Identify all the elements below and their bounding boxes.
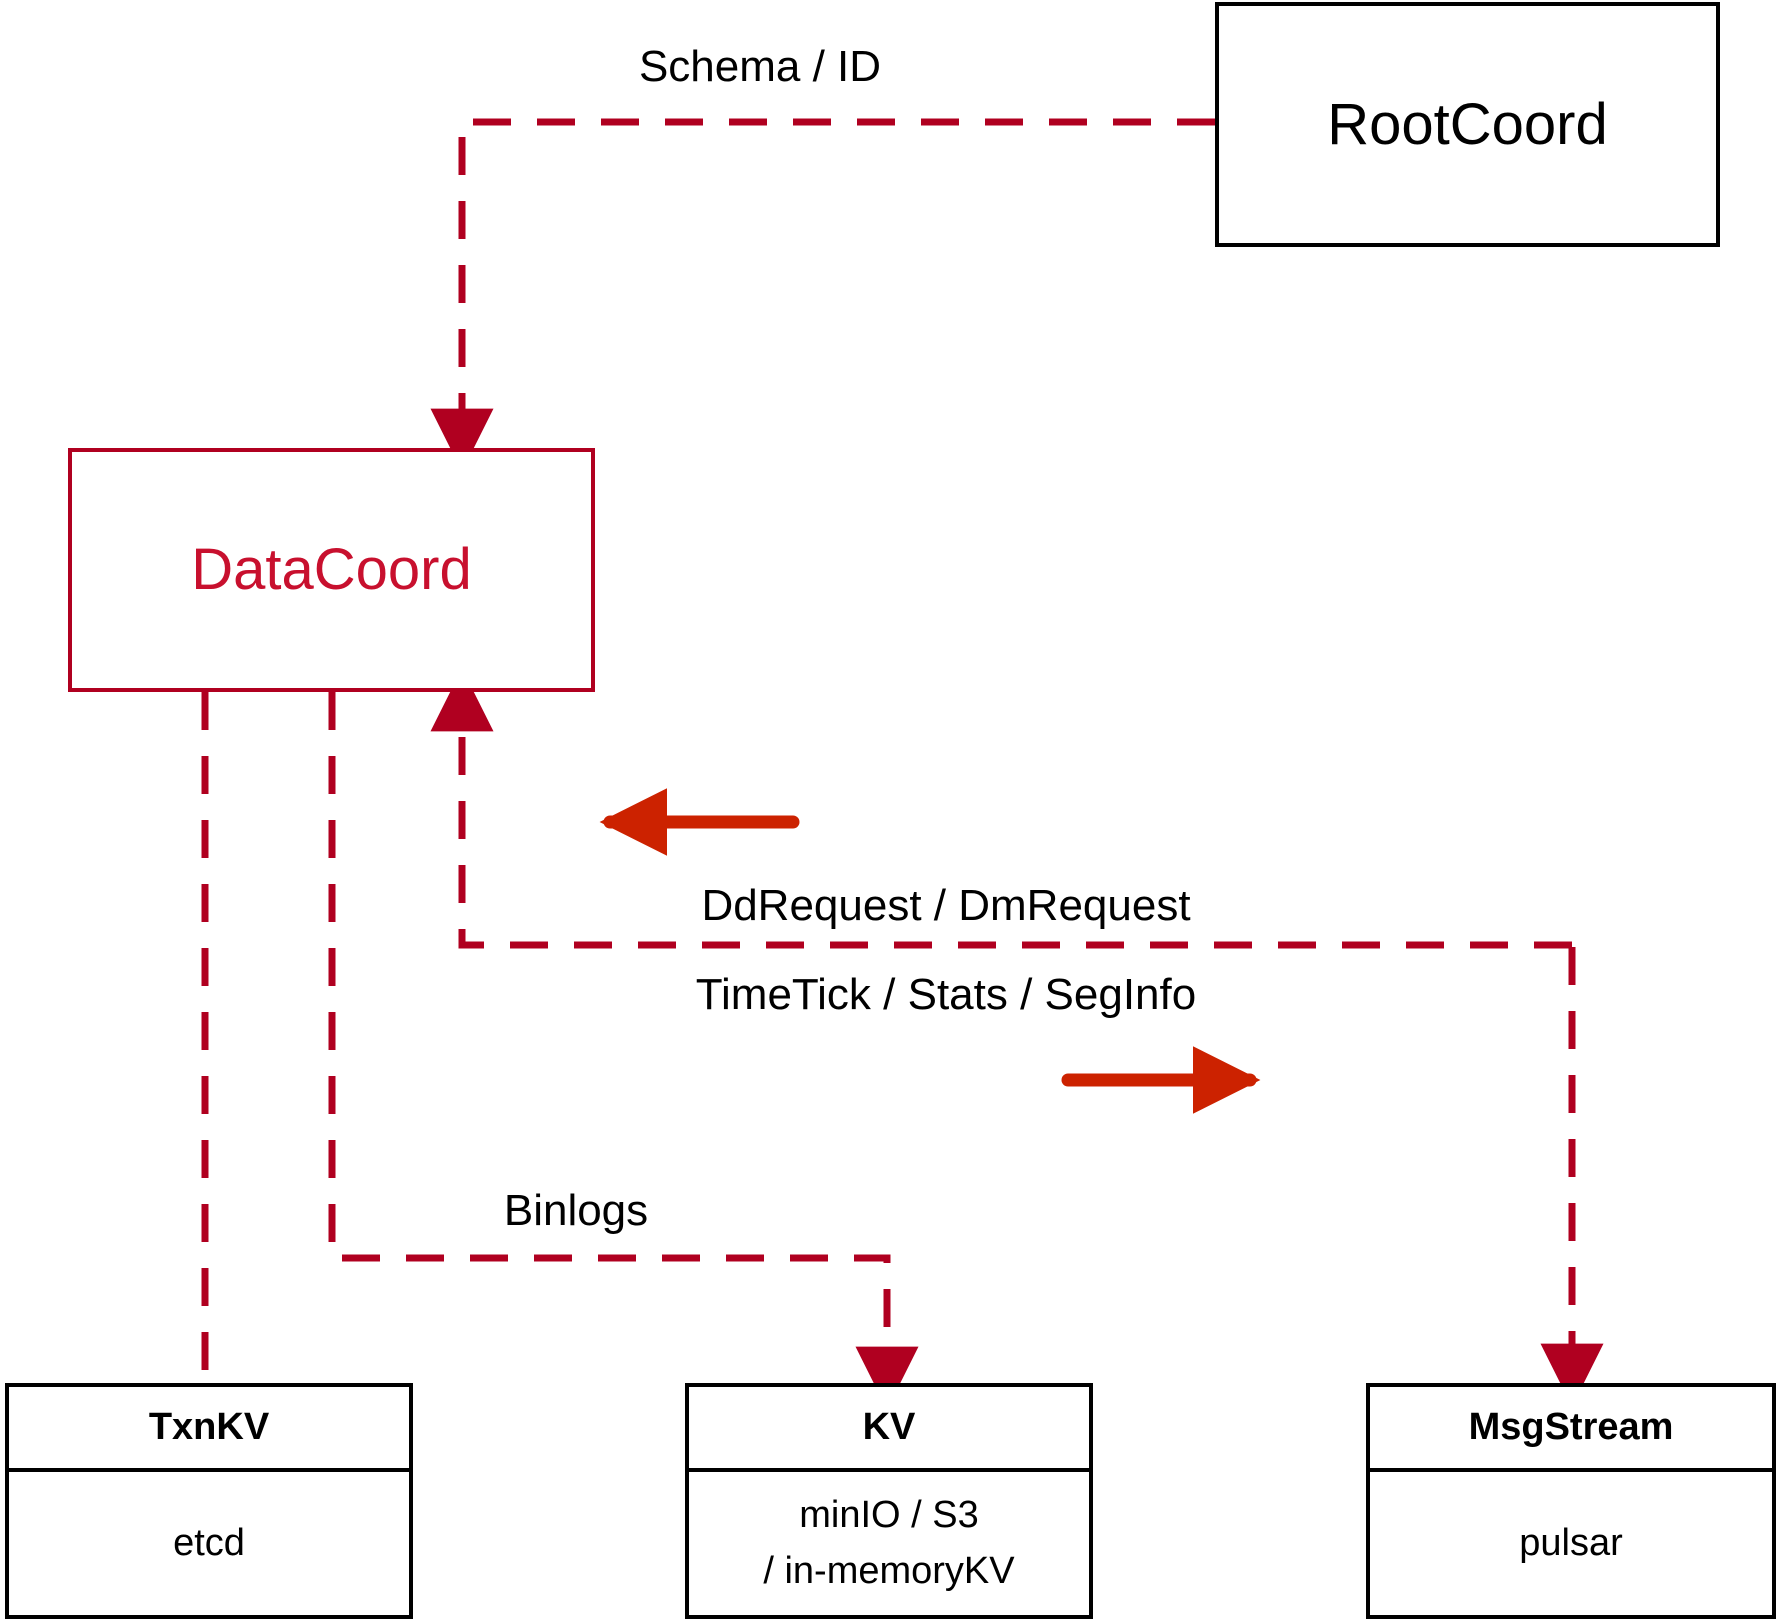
node-rootcoord-label: RootCoord (1327, 91, 1608, 157)
node-txnkv-body: etcd (9, 1472, 409, 1615)
node-msgstream[interactable]: MsgStream pulsar (1366, 1383, 1776, 1619)
node-txnkv-title: TxnKV (9, 1387, 409, 1472)
node-kv-title: KV (689, 1387, 1089, 1472)
node-txnkv-line-1: etcd (173, 1521, 245, 1564)
node-kv-line-2: / in-memoryKV (763, 1549, 1015, 1592)
node-datacoord-label: DataCoord (191, 537, 472, 603)
node-datacoord[interactable]: DataCoord (68, 448, 595, 692)
node-kv-body: minIO / S3 / in-memoryKV (689, 1472, 1089, 1615)
edge-label-binlogs: Binlogs (503, 1186, 649, 1235)
edge-label-schema-id: Schema / ID (638, 42, 882, 91)
node-txnkv[interactable]: TxnKV etcd (5, 1383, 413, 1619)
edge-msgstream-to-datacoord (430, 668, 1572, 949)
node-kv[interactable]: KV minIO / S3 / in-memoryKV (685, 1383, 1093, 1619)
edge-datacoord-to-kv (328, 692, 919, 1410)
edge-label-dd-dm-request: DdRequest / DmRequest (701, 881, 1191, 930)
node-msgstream-body: pulsar (1370, 1472, 1772, 1615)
edge-label-timetick-stats-seginfo: TimeTick / Stats / SegInfo (695, 970, 1197, 1019)
node-rootcoord[interactable]: RootCoord (1215, 2, 1720, 247)
edge-rootcoord-to-datacoord (430, 118, 1215, 472)
node-kv-line-1: minIO / S3 (799, 1494, 979, 1537)
node-msgstream-line-1: pulsar (1519, 1521, 1623, 1564)
node-msgstream-title: MsgStream (1370, 1387, 1772, 1472)
